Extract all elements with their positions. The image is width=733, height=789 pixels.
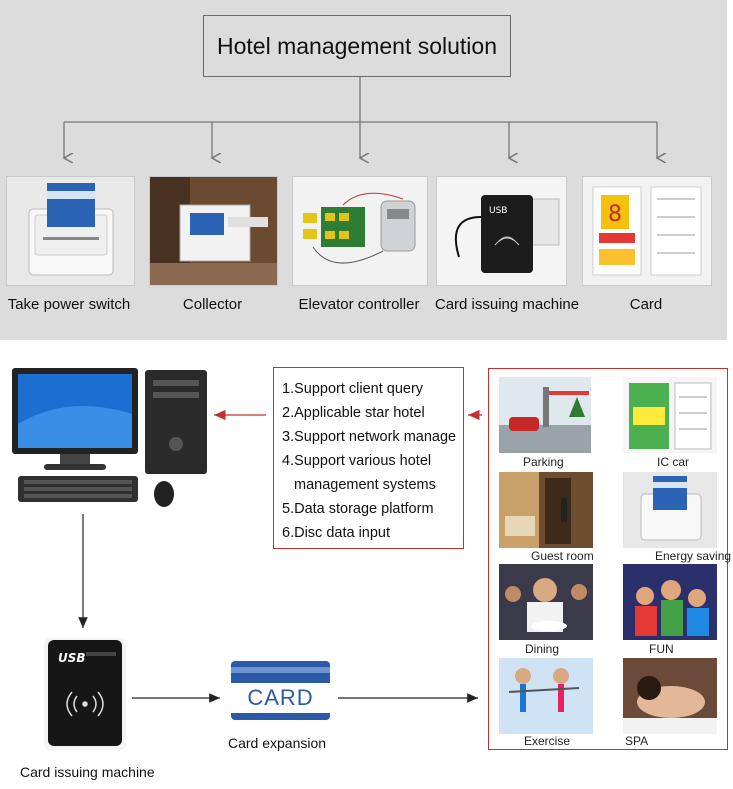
fun-image <box>623 564 717 640</box>
features-box: 1.Support client query 2.Applicable star… <box>273 367 464 549</box>
parking-image <box>499 377 591 453</box>
component-label-card-issuer: Card issuing machine <box>434 296 580 313</box>
feature-item: 1.Support client query <box>282 381 424 397</box>
card-text: CARD <box>247 685 314 710</box>
feature-item: management systems <box>294 477 436 493</box>
tree-connector-lines <box>0 77 733 340</box>
card-issuing-machine-label: Card issuing machine <box>20 764 155 780</box>
flow-arrows <box>78 409 482 703</box>
component-label-collector: Collector <box>182 296 243 313</box>
ic-card-image <box>623 377 717 453</box>
component-label-power-switch: Take power switch <box>7 296 131 313</box>
app-label-fun: FUN <box>649 642 674 656</box>
feature-item: 3.Support network manage <box>282 429 457 445</box>
component-label-elevator-controller: Elevator controller <box>298 296 420 313</box>
feature-item: 2.Applicable star hotel <box>282 405 425 421</box>
svg-text:USB: USB <box>489 206 507 216</box>
card-graphic: CARD <box>231 661 330 720</box>
usb-label: USB <box>58 651 86 665</box>
app-label-energy-saving: Energy saving <box>655 549 732 563</box>
page-title: Hotel management solution <box>203 15 511 77</box>
guest-room-image <box>499 472 593 548</box>
app-label-exercise: Exercise <box>524 734 571 748</box>
app-label-spa: SPA <box>625 734 649 748</box>
rfid-wave-icon <box>66 691 104 717</box>
card-expansion-label: Card expansion <box>228 735 327 751</box>
dining-image <box>499 564 593 640</box>
app-label-guest-room: Guest room <box>531 549 594 563</box>
svg-text:8: 8 <box>608 202 622 227</box>
feature-item: 5.Data storage platform <box>282 501 434 517</box>
card-image: 8 <box>582 176 712 286</box>
exercise-image <box>499 658 593 734</box>
elevator-controller-image <box>292 176 428 286</box>
component-label-card: Card <box>629 296 663 313</box>
app-label-ic-car: IC car <box>657 455 690 469</box>
collector-image <box>149 176 278 286</box>
spa-image <box>623 658 717 734</box>
app-label-dining: Dining <box>525 642 560 656</box>
feature-item: 6.Disc data input <box>282 525 391 541</box>
power-switch-image <box>6 176 135 286</box>
app-label-parking: Parking <box>523 455 564 469</box>
feature-item: 4.Support various hotel <box>282 453 432 469</box>
energy-saving-image <box>623 472 717 548</box>
computer-icon <box>12 368 207 507</box>
applications-grid: Parking IC car Guest room Energy saving … <box>488 368 732 750</box>
card-issuing-machine-device: USB <box>44 638 126 750</box>
card-issuer-image: USB <box>436 176 567 286</box>
